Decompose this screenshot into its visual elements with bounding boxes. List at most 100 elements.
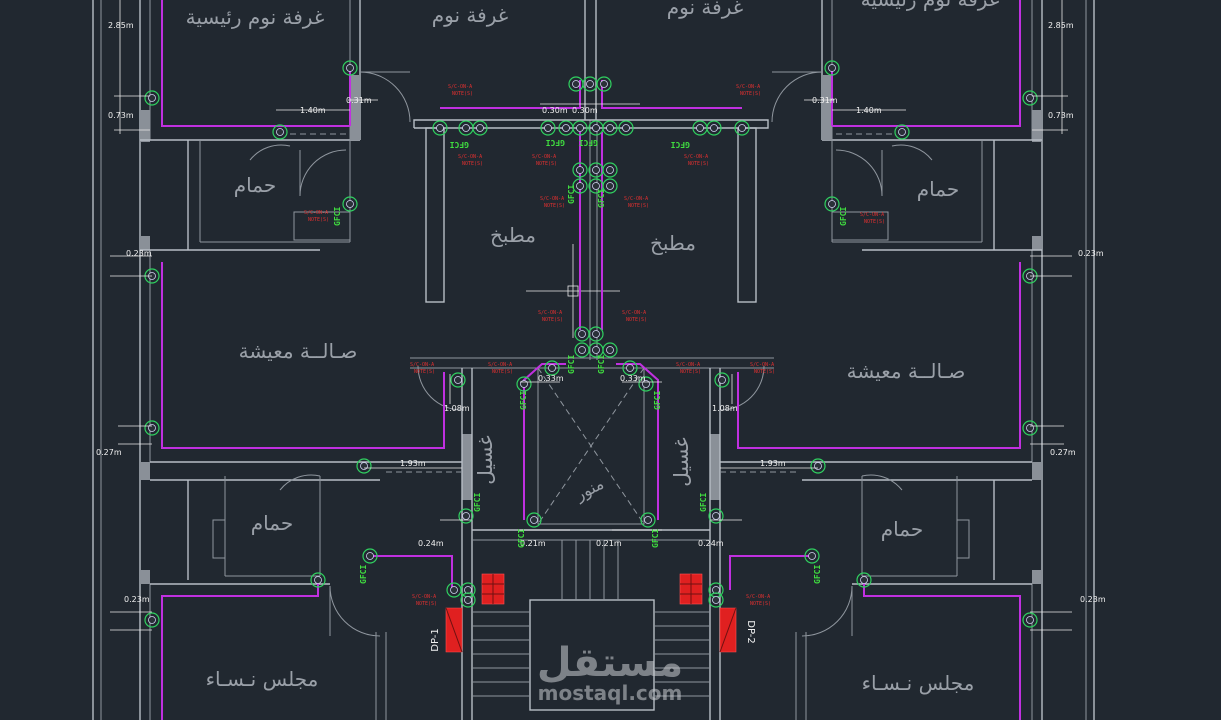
outlet-symbol <box>540 120 556 136</box>
dim-left-0-23: 0.23m <box>126 249 152 258</box>
dim-left-0-23-lower: 0.23m <box>124 595 150 604</box>
note-head: S/C-ON-A <box>304 210 328 216</box>
outlet-symbol <box>574 342 590 358</box>
outlet-symbol <box>708 592 724 608</box>
outlet-symbol <box>588 326 604 342</box>
dim-right-0-27: 0.27m <box>1050 448 1076 457</box>
dim-center-0-30-b: 0.30m <box>572 106 598 115</box>
outlet-symbol <box>1022 90 1038 106</box>
dim-left-2-85: 2.85m <box>108 21 134 30</box>
outlet-symbol <box>144 90 160 106</box>
note-head: S/C-ON-A <box>532 154 556 160</box>
outlet-symbol <box>446 582 462 598</box>
note-head: S/C-ON-A <box>540 196 564 202</box>
outlet-symbol <box>588 120 604 136</box>
outlet-symbol <box>856 572 872 588</box>
dim-left-0-24: 0.24m <box>418 539 444 548</box>
outlet-symbol <box>714 372 730 388</box>
outlet-symbol <box>272 124 288 140</box>
panel-label-dp1: DP-1 <box>430 628 441 651</box>
note-tag: NOTE(S) <box>740 91 761 97</box>
outlet-symbol <box>458 508 474 524</box>
dim-right-1-40: 1.40m <box>856 106 882 115</box>
note-tag: NOTE(S) <box>754 369 775 375</box>
outlet-symbols <box>144 60 1038 628</box>
outlet-symbol <box>1022 612 1038 628</box>
note-tag: NOTE(S) <box>308 217 329 223</box>
gfci-tag: GFCI <box>517 529 526 548</box>
dim-right-0-73: 0.73m <box>1048 111 1074 120</box>
outlet-symbol <box>472 120 488 136</box>
note-tag: NOTE(S) <box>492 369 513 375</box>
dim-right-0-33: 0.33m <box>620 374 646 383</box>
gfci-tag: GFCI <box>653 391 662 410</box>
outlet-symbol <box>572 162 588 178</box>
note-tag: NOTE(S) <box>542 317 563 323</box>
outlet-symbol <box>602 178 618 194</box>
outlet-symbol <box>544 360 560 376</box>
note-head: S/C-ON-A <box>448 84 472 90</box>
outlet-symbol <box>824 196 840 212</box>
note-tag: NOTE(S) <box>680 369 701 375</box>
dim-left-0-33: 0.33m <box>538 374 564 383</box>
note-tag: NOTE(S) <box>628 203 649 209</box>
distribution-panels: DP-1 DP-2 <box>430 573 756 653</box>
room-lightwell: منور <box>571 474 607 506</box>
note-head: S/C-ON-A <box>458 154 482 160</box>
note-tag: NOTE(S) <box>544 203 565 209</box>
outlet-symbol <box>708 508 724 524</box>
room-bath-bottom-left: حمام <box>251 511 293 535</box>
panel-label-dp2: DP-2 <box>745 620 756 643</box>
note-tag: NOTE(S) <box>452 91 473 97</box>
note-head: S/C-ON-A <box>412 594 436 600</box>
gfci-tag: GFCI <box>519 391 528 410</box>
note-tag: NOTE(S) <box>626 317 647 323</box>
gfci-tag: GFCI <box>813 565 822 584</box>
room-living-left: صـالــة معيشة <box>239 339 358 363</box>
outlet-symbol <box>602 162 618 178</box>
dim-right-1-93: 1.93m <box>760 459 786 468</box>
room-master-bedroom-right: غرفة نوم رئيسية <box>861 0 1000 11</box>
dim-center-0-21-b: 0.21m <box>596 539 622 548</box>
room-bedroom-left: غرفة نوم <box>432 3 508 27</box>
outlet-notes: S/C-ON-ANOTE(S)S/C-ON-ANOTE(S)S/C-ON-ANO… <box>304 84 885 607</box>
dim-right-2-85: 2.85m <box>1048 21 1074 30</box>
gfci-tag: GFCI <box>359 565 368 584</box>
outlet-symbol <box>144 612 160 628</box>
note-tag: NOTE(S) <box>462 161 483 167</box>
room-kitchen-left: مطبخ <box>490 223 536 247</box>
dim-left-1-08: 1.08m <box>444 404 470 413</box>
outlet-symbol <box>342 60 358 76</box>
outlet-symbol <box>588 162 604 178</box>
outlet-symbol <box>310 572 326 588</box>
dim-left-0-73: 0.73m <box>108 111 134 120</box>
note-head: S/C-ON-A <box>736 84 760 90</box>
dim-left-1-40: 1.40m <box>300 106 326 115</box>
central-walls <box>410 0 774 720</box>
note-tag: NOTE(S) <box>688 161 709 167</box>
outlet-symbol <box>824 60 840 76</box>
room-living-right: صـالــة معيشة <box>847 359 966 383</box>
outlet-symbol <box>460 592 476 608</box>
dim-right-0-31: 0.31m <box>812 96 838 105</box>
note-head: S/C-ON-A <box>622 310 646 316</box>
note-head: S/C-ON-A <box>746 594 770 600</box>
outlet-symbol <box>810 458 826 474</box>
outlet-symbol <box>706 120 722 136</box>
outlet-symbol <box>596 76 612 92</box>
outlet-symbol <box>640 512 656 528</box>
note-head: S/C-ON-A <box>750 362 774 368</box>
room-bedroom-right: غرفة نوم <box>667 0 743 19</box>
gfci-tag: GFCI <box>546 138 565 147</box>
outlet-symbol <box>432 120 448 136</box>
outlet-symbol <box>572 120 588 136</box>
room-laundry-left: غسيل <box>473 435 497 484</box>
dimension-lines: 2.85m 2.85m 0.73m 0.73m 1.40m 1.40m 0.31… <box>96 0 1106 631</box>
mostaql-watermark: مستقل mostaql.com <box>537 640 683 705</box>
dim-left-0-27: 0.27m <box>96 448 122 457</box>
outlet-symbol <box>144 420 160 436</box>
gfci-tag: GFCI <box>839 207 848 226</box>
watermark-brand: مستقل <box>537 640 683 686</box>
room-bath-top-right: حمام <box>917 177 959 201</box>
